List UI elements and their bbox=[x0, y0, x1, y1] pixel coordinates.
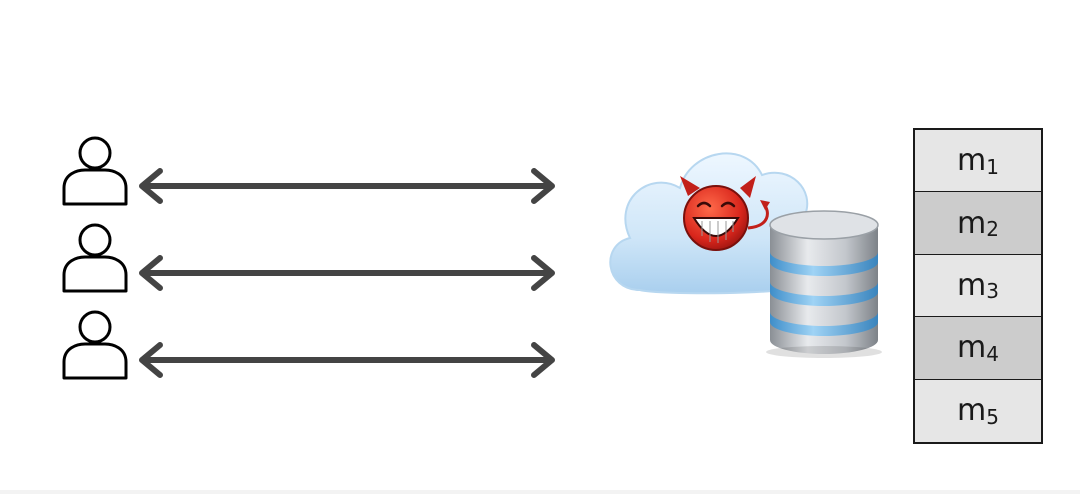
memory-label: m bbox=[957, 205, 987, 241]
memory-index: 2 bbox=[986, 217, 999, 242]
bottom-strip bbox=[0, 490, 1080, 494]
database-icon bbox=[766, 210, 882, 358]
memory-index: 1 bbox=[986, 154, 999, 179]
users-group bbox=[62, 136, 128, 380]
bidirectional-arrow bbox=[139, 168, 555, 204]
memory-index: 4 bbox=[986, 341, 999, 366]
bidirectional-arrow bbox=[139, 255, 555, 291]
memory-index: 3 bbox=[986, 279, 999, 304]
memory-label: m bbox=[957, 143, 987, 179]
devil-icon bbox=[680, 176, 770, 251]
user-icon bbox=[62, 223, 128, 293]
memory-index: 5 bbox=[986, 404, 999, 429]
user-icon bbox=[62, 136, 128, 206]
arrows-group bbox=[139, 168, 555, 378]
user-icon bbox=[62, 310, 128, 380]
cloud-server bbox=[609, 152, 882, 358]
memory-label: m bbox=[957, 393, 987, 429]
memory-label: m bbox=[957, 330, 987, 366]
memory-label: m bbox=[957, 267, 987, 303]
bidirectional-arrow bbox=[139, 342, 555, 378]
